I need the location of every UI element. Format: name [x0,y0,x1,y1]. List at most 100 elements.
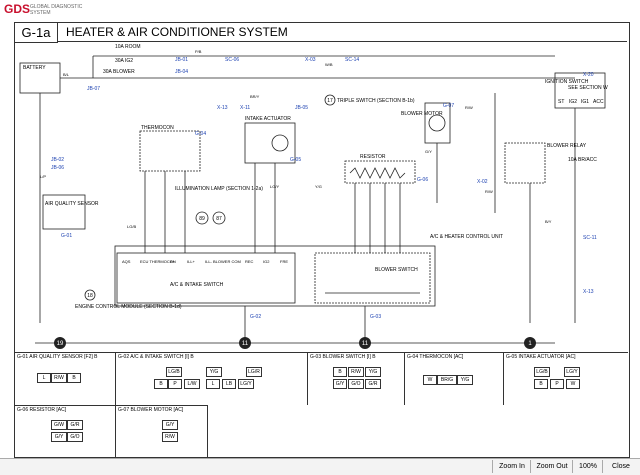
ac-heater-unit-label: A/C & HEATER CONTROL UNIT [430,234,503,240]
ground-11a: 11 [242,341,249,347]
ign-ig1: IG1 [581,99,589,105]
close-button[interactable]: Close [602,460,639,473]
conn-jb02: JB-02 [51,157,64,163]
blower-relay-label: BLOWER RELAY [547,143,587,149]
wire-yg: Y/G [315,184,322,189]
conn-x13b: X-13 [583,289,594,295]
conn-jb06: JB-06 [51,165,64,171]
connector-g01-label: G-01 AIR QUALITY SENSOR [F2] B [17,354,98,360]
connector-g07-pin: G/Y [162,420,178,430]
connector-g05-pin: B [534,379,548,389]
gds-logo-subtitle: GLOBAL DIAGNOSTIC SYSTEM [30,4,83,16]
wire-rw2: R/W [485,189,493,194]
connector-g05-pin: LG/Y [564,367,580,377]
engine-module-label: ENGINE CONTROL MODULE (SECTION B-1d) [75,304,182,310]
connector-g07-pin: R/W [162,432,178,442]
connector-g03-pin: G/O [348,379,364,389]
intake-actuator-label: INTAKE ACTUATOR [245,116,291,122]
connector-g03-pin: G/R [365,379,381,389]
connector-g06-pin: G/Y [51,432,67,442]
connector-g02-pin: LB [222,379,236,389]
triple-switch-num: 17 [327,98,333,104]
connector-g01-pin: B [67,373,81,383]
connector-g05-pin: P [550,379,564,389]
connector-g02-pin: P [168,379,182,389]
connector-g02-pin: L [206,379,220,389]
connector-g02-pin: LG/Y [238,379,254,389]
wire-gy: G/Y [425,149,432,154]
conn-jb07: JB-07 [87,86,100,92]
conn-x20: X-20 [583,72,594,78]
connector-g06: G-06 RESISTOR [AC] G/W G/Y G/R G/O [15,405,116,457]
conn-g04: G-04 [195,131,206,137]
wire-lgb: LG/B [127,224,136,229]
connector-g03-label: G-03 BLOWER SWITCH [I] B [310,354,376,360]
connector-g04-pin: W [423,375,437,385]
ign-st: ST [558,99,564,105]
connector-g03-pin: R/W [348,367,364,377]
conn-x13: X-13 [217,105,228,111]
pin-aqs: AQS [122,259,131,264]
wire-pb: P/B [195,49,202,54]
connector-g06-pin: G/W [51,420,67,430]
blower-switch-label: BLOWER SWITCH [375,267,418,273]
connector-g01-pin: L [37,373,51,383]
zoom-in-button[interactable]: Zoom In [492,460,531,473]
zoom-out-button[interactable]: Zoom Out [530,460,573,473]
connector-g07-label: G-07 BLOWER MOTOR [AC] [118,407,184,413]
connector-g02-pin: Y/G [206,367,222,377]
blower-motor-label: BLOWER MOTOR [401,111,443,117]
zoom-level: 100% [572,460,603,473]
fuse-30a-label: 30A IG2 [115,58,133,64]
connector-g03-pin: G/Y [333,379,347,389]
connector-g02-pin: LG/B [166,367,182,377]
conn-g06: G-06 [417,177,428,183]
wire-by: B/Y [545,219,552,224]
wire-rw: R/W [465,105,473,110]
conn-x02: X-02 [477,179,488,185]
pin-fre: FRE [280,259,288,264]
connector-g02-pin: L/W [184,379,200,389]
wire-lgy: LG/Y [270,184,279,189]
battery-label: BATTERY [23,65,46,71]
wiring-diagram: 19 11 11 1 89 87 18 17 BATTERY 30A BLOWE… [19,44,608,349]
connector-panel: G-01 AIR QUALITY SENSOR [F2] B L R/W B G… [15,352,628,457]
pin-ig2: IG2 [263,259,270,264]
connector-g02: G-02 A/C & INTAKE SWITCH [I] B LG/B Y/G … [116,353,308,405]
status-bar: Zoom In Zoom Out 100% Close [0,458,640,475]
triple-switch-label: TRIPLE SWITCH (SECTION B-1b) [337,98,415,104]
ac-intake-switch-label: A/C & INTAKE SWITCH [170,282,224,288]
pin-ill-minus: ILL- BLOWER COM [205,259,241,264]
ignition-switch-label: IGNITION SWITCH [545,79,589,85]
connector-g04-pin: Y/G [457,375,473,385]
ign-acc: ACC [593,99,604,105]
connector-g03-pin: Y/G [365,367,381,377]
conn-x03: X-03 [305,57,316,63]
ground-1: 1 [528,341,532,347]
conn-sc06: SC-06 [225,57,239,63]
aqs-label: AIR QUALITY SENSOR [45,201,99,207]
conn-g07: G-07 [443,103,454,109]
connector-g02-pin: B [154,379,168,389]
connector-g02-pin: LG/R [246,367,262,377]
pin-ill-plus: ILL+ [187,259,196,264]
connector-g01: G-01 AIR QUALITY SENSOR [F2] B L R/W B [15,353,116,405]
pin-bplus: B+ [170,259,176,264]
conn-sc14: SC-14 [345,57,359,63]
conn-g03: G-03 [370,314,381,320]
thermocon-label: THERMOCON [141,125,174,131]
connector-g06-label: G-06 RESISTOR [AC] [17,407,67,413]
connector-g04-pin: BR/G [437,375,457,385]
fuse-relay-label: 10A BR/ACC [568,157,597,163]
pin-rec: REC [245,259,254,264]
connector-g02-label: G-02 A/C & INTAKE SWITCH [I] B [118,354,194,360]
conn-jb05: JB-05 [295,105,308,111]
conn-g05: G-05 [290,157,301,163]
wire-wb: W/B [325,62,333,67]
see-section-label: SEE SECTION W [568,85,608,91]
fuse-10a-label: 10A ROOM [115,44,141,50]
connector-g04: G-04 THERMOCON [AC] W BR/G Y/G [405,353,504,405]
top-bar: GDS GLOBAL DIAGNOSTIC SYSTEM [0,0,640,22]
connector-g05-pin: W [566,379,580,389]
conn-g02: G-02 [250,314,261,320]
